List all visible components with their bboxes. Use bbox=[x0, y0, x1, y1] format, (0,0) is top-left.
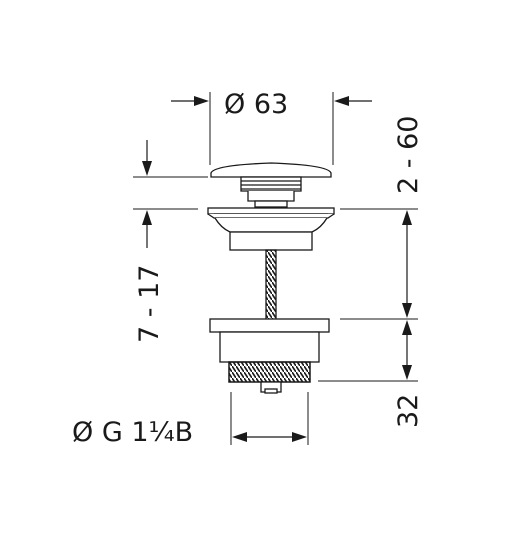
stroke-range-label: 2 - 60 bbox=[393, 116, 424, 194]
flange-cone bbox=[207, 213, 335, 219]
stem-collar bbox=[247, 191, 295, 202]
cap-diameter-label: Ø 63 bbox=[224, 89, 288, 120]
threaded-rod bbox=[265, 249, 277, 321]
thread-spec-label: Ø G 1¼B bbox=[72, 417, 193, 448]
cap-dome bbox=[210, 162, 332, 178]
dimension-arrows bbox=[142, 96, 412, 442]
waste-valve-part bbox=[207, 162, 335, 394]
flange-top bbox=[207, 207, 335, 215]
extension-lines bbox=[133, 92, 418, 445]
thread-body bbox=[228, 361, 311, 383]
nut-top-plate bbox=[209, 318, 330, 333]
body-height-label: 32 bbox=[393, 394, 424, 428]
nut-body bbox=[219, 331, 320, 363]
flange-neck bbox=[229, 231, 313, 251]
thickness-range-label: 7 - 17 bbox=[134, 265, 165, 343]
